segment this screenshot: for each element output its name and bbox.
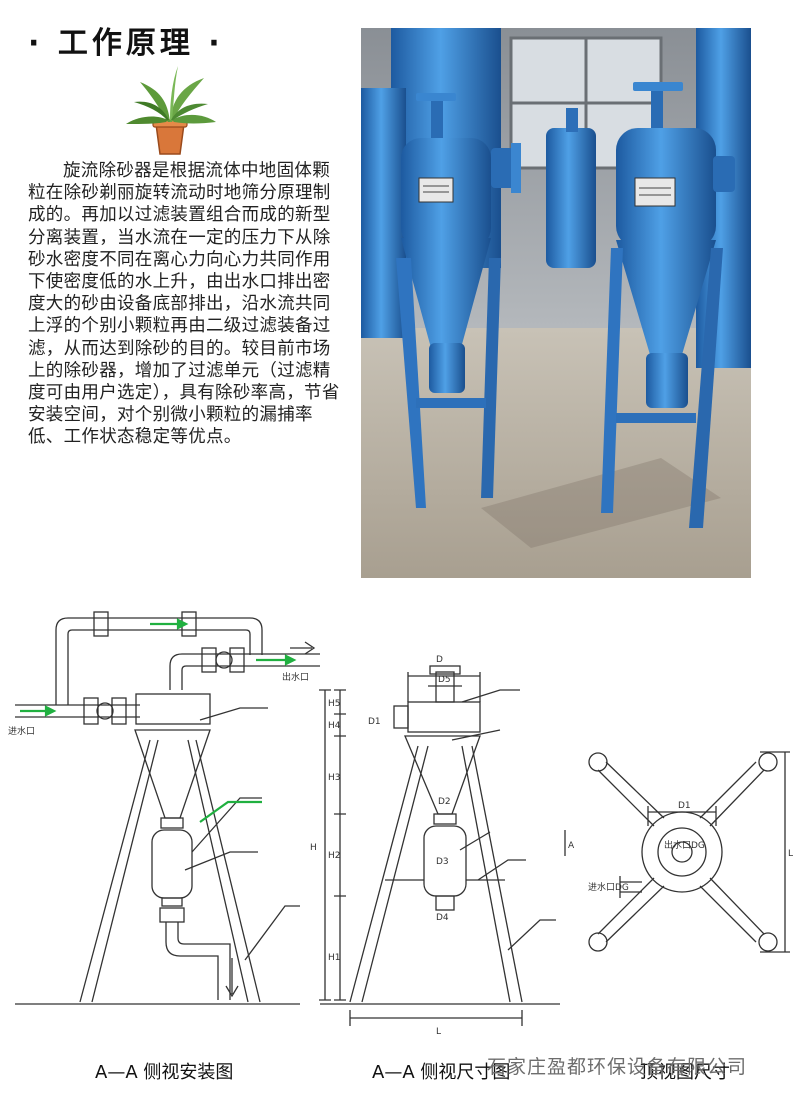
label-h3: H3 [328,773,341,783]
label-d1: D1 [368,717,381,727]
company-watermark: 石家庄盈都环保设备有限公司 [487,1056,748,1078]
label-d5: D5 [438,675,451,685]
label-h1: H1 [328,953,341,963]
side-dimension-diagram [319,665,560,1026]
install-diagram [15,611,320,1005]
label-l: L [436,1027,441,1037]
label-outlet: 出水口 [282,671,309,683]
label-top-inlet: 进水口DG [588,881,629,893]
top-view-diagram [564,751,790,953]
label-d2: D2 [438,797,451,807]
label-a: A [568,841,575,851]
intro-paragraph: 旋流除砂器是根据流体中地固体颗粒在除砂剃丽旋转流动时地筛分原理制成的。再加以过滤… [28,161,340,448]
caption-install: A—A 侧视安装图 [95,1062,234,1083]
label-h2: H2 [328,851,341,861]
label-d: D [436,655,443,665]
page-title: · 工作原理 · [28,26,224,61]
label-h5: H5 [328,699,341,709]
label-inlet: 进水口 [8,725,35,737]
caption-top: 顶视图尺寸 [640,1062,730,1083]
product-photo [361,28,751,578]
label-top-l: L [788,849,793,859]
label-top-outlet: 出水口DG [664,839,705,851]
label-h: H [310,843,317,853]
label-d4: D4 [436,913,449,923]
label-h4: H4 [328,721,341,731]
label-top-d1: D1 [678,801,691,811]
caption-side: A—A 侧视尺寸图 [372,1062,511,1083]
technical-diagrams: 进水口 出水口 D D5 D2 D3 D4 D1 H H1 H2 H3 H4 H… [8,611,793,1037]
label-d3: D3 [436,857,449,867]
plant-icon [126,66,216,155]
